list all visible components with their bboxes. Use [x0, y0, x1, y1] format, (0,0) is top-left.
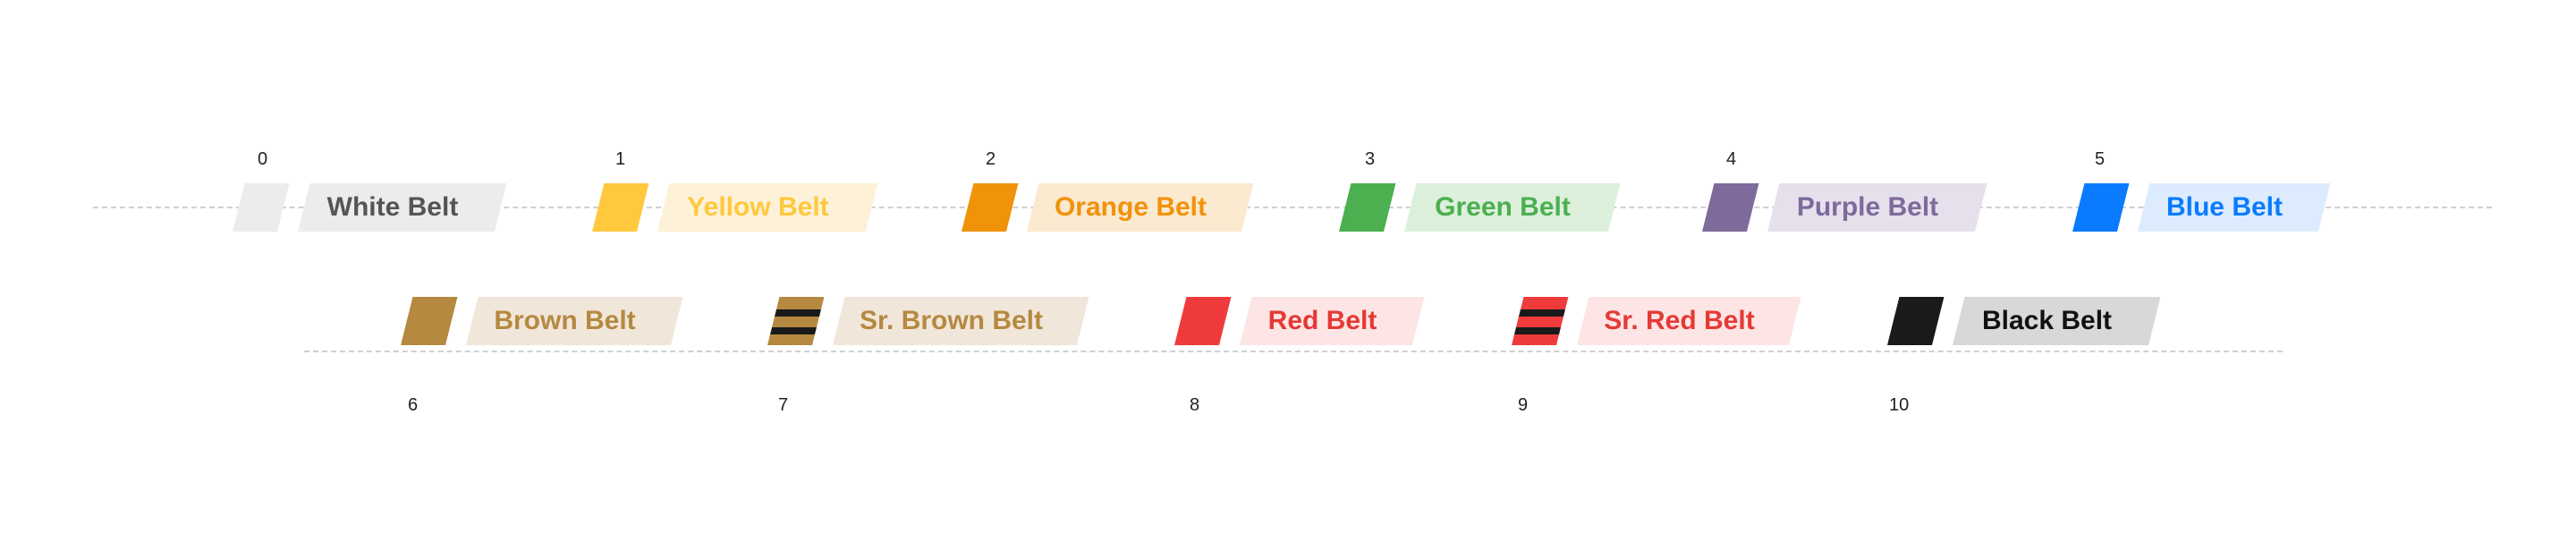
belt-swatch-red-belt [1174, 297, 1232, 345]
belt-item-sr-red-belt: Sr. Red Belt [1512, 297, 1801, 345]
belt-swatch-brown-belt [401, 297, 458, 345]
belt-item-white-belt: White Belt [233, 183, 507, 232]
belt-item-brown-belt: Brown Belt [401, 297, 683, 345]
belt-index-5: 5 [2095, 149, 2106, 169]
belt-stripe [1513, 327, 1561, 334]
belt-swatch-white-belt [233, 183, 290, 232]
belt-label-sr-brown-belt: Sr. Brown Belt [859, 306, 1044, 335]
belt-index-10: 10 [1889, 395, 1910, 415]
belt-swatch-yellow-belt [592, 183, 649, 232]
belt-label-black-belt: Black Belt [1981, 306, 2113, 335]
belt-swatch-green-belt [1339, 183, 1396, 232]
belt-swatch-orange-belt [962, 183, 1019, 232]
belt-index-2: 2 [986, 149, 996, 169]
belt-item-black-belt: Black Belt [1887, 297, 2161, 345]
belt-item-purple-belt: Purple Belt [1702, 183, 1987, 232]
belt-item-green-belt: Green Belt [1339, 183, 1621, 232]
belt-stripe [769, 327, 817, 334]
belt-label-sr-red-belt: Sr. Red Belt [1604, 306, 1755, 335]
belt-label-brown-belt: Brown Belt [494, 306, 636, 335]
top-row-rule [93, 207, 2492, 208]
belt-label-white-belt: White Belt [326, 192, 459, 222]
belt-stripe [1518, 309, 1565, 317]
belt-swatch-purple-belt [1702, 183, 1759, 232]
belt-item-yellow-belt: Yellow Belt [592, 183, 878, 232]
belt-item-red-belt: Red Belt [1174, 297, 1425, 345]
belt-index-6: 6 [408, 395, 419, 415]
belt-item-orange-belt: Orange Belt [962, 183, 1254, 232]
belt-index-9: 9 [1518, 395, 1529, 415]
belt-index-8: 8 [1190, 395, 1200, 415]
belt-index-7: 7 [778, 395, 789, 415]
belt-index-3: 3 [1365, 149, 1376, 169]
belt-index-1: 1 [615, 149, 626, 169]
belt-swatch-blue-belt [2072, 183, 2130, 232]
belt-stripe [774, 309, 821, 317]
belt-label-orange-belt: Orange Belt [1054, 192, 1208, 222]
belt-item-blue-belt: Blue Belt [2072, 183, 2331, 232]
belt-swatch-sr-red-belt [1512, 297, 1569, 345]
belt-label-blue-belt: Blue Belt [2165, 192, 2284, 222]
belt-label-green-belt: Green Belt [1435, 192, 1571, 222]
belt-swatch-black-belt [1887, 297, 1945, 345]
belt-item-sr-brown-belt: Sr. Brown Belt [767, 297, 1089, 345]
belt-label-purple-belt: Purple Belt [1796, 192, 1939, 222]
belt-label-yellow-belt: Yellow Belt [687, 192, 829, 222]
belt-swatch-sr-brown-belt [767, 297, 825, 345]
belt-index-0: 0 [258, 149, 268, 169]
belt-index-4: 4 [1726, 149, 1737, 169]
belt-label-red-belt: Red Belt [1267, 306, 1377, 335]
bottom-row-rule [304, 351, 2283, 352]
